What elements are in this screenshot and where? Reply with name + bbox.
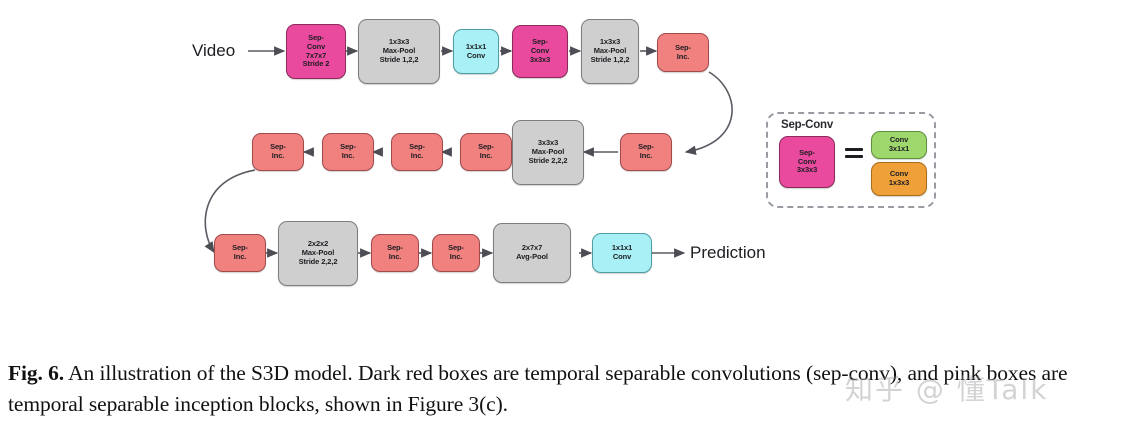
node-line: Inc.	[341, 151, 355, 160]
node-sep-inc-4[interactable]: Sep- Inc.	[391, 133, 443, 171]
node-sep-inc-5[interactable]: Sep- Inc.	[322, 133, 374, 171]
node-conv-1x1x1-a[interactable]: 1x1x1 Conv	[453, 29, 499, 74]
legend-title: Sep-Conv	[781, 119, 834, 131]
caption-label: Fig. 6.	[8, 361, 65, 385]
node-line: Inc.	[449, 252, 463, 261]
node-line: Max-Pool	[531, 147, 565, 157]
node-max-pool-3x3x3[interactable]: 3x3x3 Max-Pool Stride 2,2,2	[512, 120, 584, 185]
node-line: Sep-	[638, 142, 654, 152]
node-line: 2x2x2	[307, 239, 329, 249]
node-sep-conv-3x3x3[interactable]: Sep- Conv 3x3x3	[512, 25, 568, 78]
node-max-pool-2x2x2[interactable]: 2x2x2 Max-Pool Stride 2,2,2	[278, 221, 358, 286]
node-avg-pool-2x7x7[interactable]: 2x7x7 Avg-Pool	[493, 223, 571, 283]
node-sep-inc-6[interactable]: Sep- Inc.	[252, 133, 304, 171]
node-line: Stride 2	[302, 59, 330, 69]
node-sep-inc-2[interactable]: Sep- Inc.	[620, 133, 672, 171]
node-line: Sep-	[448, 243, 464, 253]
node-line: Sep-	[675, 42, 691, 52]
caption-text: An illustration of the S3D model. Dark r…	[8, 361, 1068, 416]
node-line: Sep-	[270, 142, 286, 152]
node-line: Sep-	[532, 37, 548, 47]
node-line: Inc.	[271, 151, 285, 160]
node-line: 1x3x3	[888, 178, 910, 187]
node-line: Sep-	[387, 243, 403, 253]
node-line: 3x3x3	[537, 138, 559, 148]
node-line: Inc.	[676, 51, 690, 61]
node-line: Inc.	[639, 151, 653, 160]
node-line: Conv	[306, 41, 326, 51]
figure-s3d-model: Video Prediction Sep- Conv 7x7x7 Stride …	[192, 19, 936, 286]
node-line: Stride 2,2,2	[528, 155, 568, 165]
node-line: Inc.	[388, 252, 402, 261]
equals-icon	[845, 148, 863, 160]
node-line: Stride 1,2,2	[590, 54, 630, 64]
node-line: Conv	[530, 46, 550, 56]
node-sep-inc-7[interactable]: Sep- Inc.	[214, 234, 266, 272]
node-legend-sep-conv-3x3x3[interactable]: Sep- Conv 3x3x3	[779, 136, 835, 188]
node-line: 1x1x1	[465, 41, 487, 51]
node-line: Sep-	[340, 142, 356, 152]
node-line: Conv	[466, 50, 486, 60]
node-line: 3x3x3	[529, 54, 551, 64]
input-label: Video	[192, 41, 236, 60]
node-line: 1x3x3	[599, 37, 621, 47]
node-line: Sep-	[799, 147, 815, 157]
node-line: Max-Pool	[593, 46, 627, 56]
node-line: Sep-	[232, 243, 248, 253]
node-line: Sep-	[409, 142, 425, 152]
node-conv-1x1x1-b[interactable]: 1x1x1 Conv	[592, 233, 652, 273]
node-sep-inc-3[interactable]: Sep- Inc.	[460, 133, 512, 171]
node-line: Stride 1,2,2	[379, 54, 419, 64]
node-max-pool-1x3x3-b[interactable]: 1x3x3 Max-Pool Stride 1,2,2	[581, 19, 639, 84]
node-line: 3x1x1	[888, 144, 910, 153]
node-line: 1x1x1	[611, 243, 633, 253]
node-line: Max-Pool	[301, 248, 335, 258]
node-sep-conv-7x7x7[interactable]: Sep- Conv 7x7x7 Stride 2	[286, 24, 346, 79]
node-line: Conv	[612, 252, 632, 261]
node-max-pool-1x3x3-a[interactable]: 1x3x3 Max-Pool Stride 1,2,2	[358, 19, 440, 84]
node-legend-conv-3x1x1[interactable]: Conv 3x1x1	[871, 131, 927, 159]
node-line: 1x3x3	[388, 37, 410, 47]
node-line: Sep-	[308, 32, 324, 42]
output-label: Prediction	[690, 243, 766, 262]
node-line: Inc.	[233, 252, 247, 261]
node-line: Sep-	[478, 142, 494, 152]
node-line: Conv	[797, 156, 817, 166]
node-line: Max-Pool	[382, 46, 416, 56]
node-sep-inc-8[interactable]: Sep- Inc.	[371, 234, 419, 272]
node-line: Inc.	[479, 151, 493, 160]
node-legend-conv-1x3x3[interactable]: Conv 1x3x3	[871, 162, 927, 196]
node-line: 7x7x7	[305, 50, 327, 60]
node-line: Conv	[889, 135, 909, 145]
node-line: 3x3x3	[796, 165, 818, 175]
node-line: 2x7x7	[521, 243, 543, 253]
figure-caption: Fig. 6. An illustration of the S3D model…	[8, 358, 1116, 420]
node-line: Conv	[889, 169, 909, 179]
node-sep-inc-1[interactable]: Sep- Inc.	[657, 33, 709, 72]
node-line: Inc.	[410, 151, 424, 160]
node-line: Avg-Pool	[516, 252, 548, 261]
node-sep-inc-9[interactable]: Sep- Inc.	[432, 234, 480, 272]
node-line: Stride 2,2,2	[298, 256, 338, 266]
